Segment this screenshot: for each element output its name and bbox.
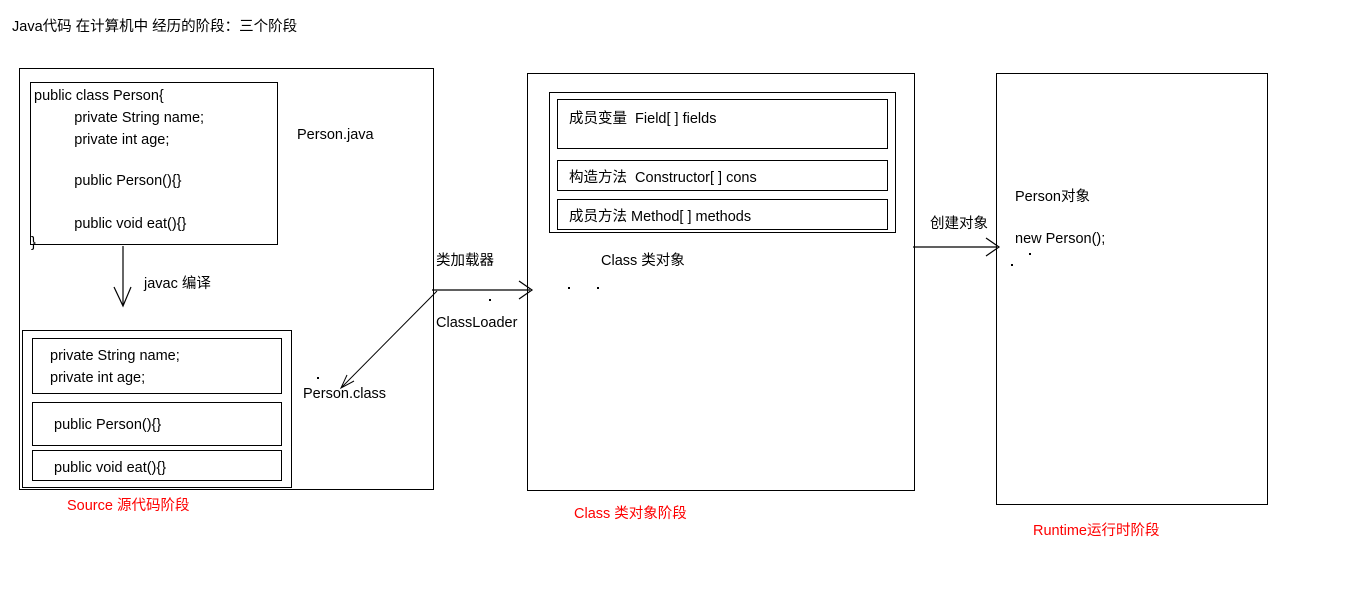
- ink-dot: [597, 287, 599, 289]
- compiled-fields-text: private String name; private int age;: [50, 348, 180, 387]
- source-code-text: public class Person{: [34, 88, 164, 104]
- create-object-label: 创建对象: [930, 216, 988, 232]
- compiled-class-box: [22, 330, 292, 488]
- runtime-stage-caption: Runtime运行时阶段: [1033, 523, 1160, 539]
- class-stage-caption: Class 类对象阶段: [574, 506, 687, 522]
- class-fields-text: 成员变量 Field[ ] fields: [569, 111, 717, 127]
- create-object-arrow: [913, 237, 1001, 257]
- source-stage-caption: Source 源代码阶段: [67, 498, 190, 514]
- compiled-constructor-text: public Person(){}: [50, 417, 162, 433]
- source-code-text: private String name;: [34, 110, 205, 126]
- person-java-label: Person.java: [297, 127, 374, 143]
- runtime-stage-container: [996, 73, 1268, 505]
- class-constructors-box: [557, 160, 888, 191]
- ink-dot: [489, 299, 491, 301]
- class-methods-text: 成员方法 Method[ ] methods: [569, 209, 752, 225]
- source-stage-container: [19, 68, 434, 490]
- classloader-arrow: [432, 280, 534, 300]
- javac-compile-label: javac 编译: [144, 276, 211, 292]
- classloader-label-cn: 类加载器: [436, 253, 494, 269]
- runtime-object-label: Person对象: [1015, 189, 1090, 205]
- compiled-method-box: [32, 450, 282, 481]
- class-members-group: [549, 92, 896, 233]
- class-constructors-text: 构造方法 Constructor[ ] cons: [569, 170, 757, 186]
- class-methods-box: [557, 199, 888, 230]
- compiled-constructor-box: [32, 402, 282, 446]
- class-object-label: Class 类对象: [601, 253, 685, 269]
- page-title: Java代码 在计算机中 经历的阶段：三个阶段: [12, 19, 298, 35]
- source-code-text: }: [31, 235, 36, 251]
- person-class-label: Person.class: [303, 386, 387, 402]
- source-code-text: public Person(){}: [34, 173, 182, 189]
- ink-dot: [1011, 264, 1013, 266]
- ink-dot: [568, 287, 570, 289]
- ink-dot: [1029, 253, 1031, 255]
- compiled-method-text: public void eat(){}: [50, 460, 167, 476]
- source-code-text: private int age;: [34, 132, 170, 148]
- classloader-label-en: ClassLoader: [436, 315, 518, 331]
- source-code-text: public void eat(){}: [34, 216, 187, 232]
- source-code-box: [30, 82, 278, 245]
- class-fields-box: [557, 99, 888, 149]
- runtime-new-label: new Person();: [1015, 231, 1106, 247]
- ink-dot: [317, 377, 319, 379]
- compiled-fields-box: [32, 338, 282, 394]
